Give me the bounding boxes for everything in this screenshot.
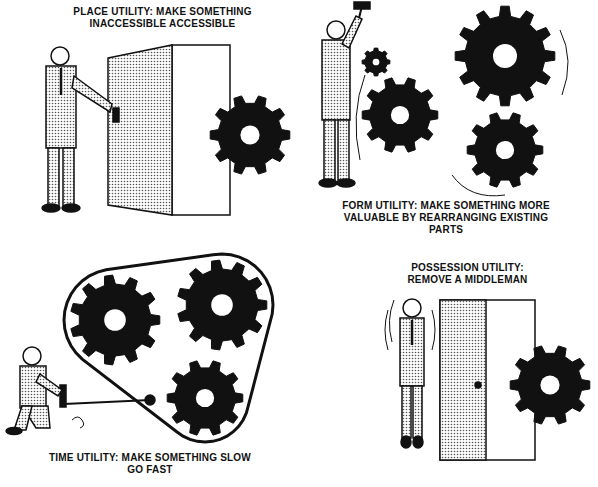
gear-body xyxy=(178,260,267,350)
gear-body xyxy=(467,113,543,187)
place-panel xyxy=(42,45,290,215)
time-panel xyxy=(6,254,273,442)
gear-body xyxy=(71,275,160,365)
gear-symbol xyxy=(362,48,390,76)
gear-hole xyxy=(196,389,214,407)
head xyxy=(403,299,421,317)
gear-symbol xyxy=(71,275,160,365)
gear-group xyxy=(510,346,590,424)
shoe xyxy=(6,428,22,435)
door-leaf xyxy=(440,300,486,460)
gear-body xyxy=(210,96,290,174)
gear-symbol xyxy=(467,113,543,187)
tie xyxy=(60,68,63,95)
caption: POSSESSION UTILITY: REMOVE A MIDDLEMAN xyxy=(390,262,545,286)
leg xyxy=(14,406,32,430)
puff xyxy=(72,417,84,428)
gear-body xyxy=(455,6,555,106)
arm xyxy=(72,76,112,112)
gear-symbol xyxy=(210,96,290,174)
suit xyxy=(20,366,46,408)
gear-symbol xyxy=(510,346,590,424)
leg xyxy=(324,120,335,180)
suit xyxy=(400,318,424,386)
door-leaf xyxy=(108,45,172,215)
gear-body xyxy=(362,48,390,76)
leg xyxy=(48,148,59,206)
suit xyxy=(46,66,76,148)
leg xyxy=(63,148,74,206)
leg xyxy=(413,386,422,438)
head xyxy=(51,47,69,65)
arm xyxy=(342,16,362,48)
caption: PLACE UTILITY: MAKE SOMETHING INACCESSIB… xyxy=(55,6,270,30)
gear-group xyxy=(210,96,290,174)
door-handle xyxy=(113,108,119,122)
shoe xyxy=(319,179,337,187)
gear-hole xyxy=(373,59,380,66)
arm xyxy=(36,374,62,396)
gear-hole xyxy=(211,294,233,316)
head xyxy=(23,347,41,365)
gear-group xyxy=(362,6,555,187)
gear-body xyxy=(167,361,243,435)
shoe xyxy=(62,204,80,212)
shoe xyxy=(42,204,60,212)
motion-lines xyxy=(356,30,568,196)
door-knob xyxy=(475,382,481,388)
form-panel xyxy=(319,2,568,196)
gear-hole xyxy=(540,375,559,394)
gear-hole xyxy=(240,125,259,144)
shoe xyxy=(401,436,411,448)
gear-body xyxy=(362,78,438,152)
gear-hole xyxy=(496,141,514,159)
gear-hole xyxy=(104,309,126,331)
shoe xyxy=(413,436,423,448)
leg xyxy=(338,120,349,180)
hammer-head xyxy=(354,2,370,9)
gear-symbol xyxy=(362,78,438,152)
gear-symbol xyxy=(178,260,267,350)
possession-panel xyxy=(385,299,590,460)
head xyxy=(327,21,345,39)
crank-rod xyxy=(64,400,150,404)
suit xyxy=(322,40,350,120)
crank-pivot xyxy=(145,395,155,405)
caption: TIME UTILITY: MAKE SOMETHING SLOW GO FAS… xyxy=(45,452,255,476)
gear-symbol xyxy=(167,361,243,435)
gear-body xyxy=(510,346,590,424)
tie xyxy=(411,320,414,345)
leg xyxy=(402,386,411,438)
shoe xyxy=(337,179,355,187)
gear-symbol xyxy=(455,6,555,106)
gear-hole xyxy=(391,106,409,124)
caption: FORM UTILITY: MAKE SOMETHING MORE VALUAB… xyxy=(330,200,562,236)
gear-hole xyxy=(493,44,517,68)
gear-group xyxy=(64,254,273,442)
belt xyxy=(64,254,273,442)
